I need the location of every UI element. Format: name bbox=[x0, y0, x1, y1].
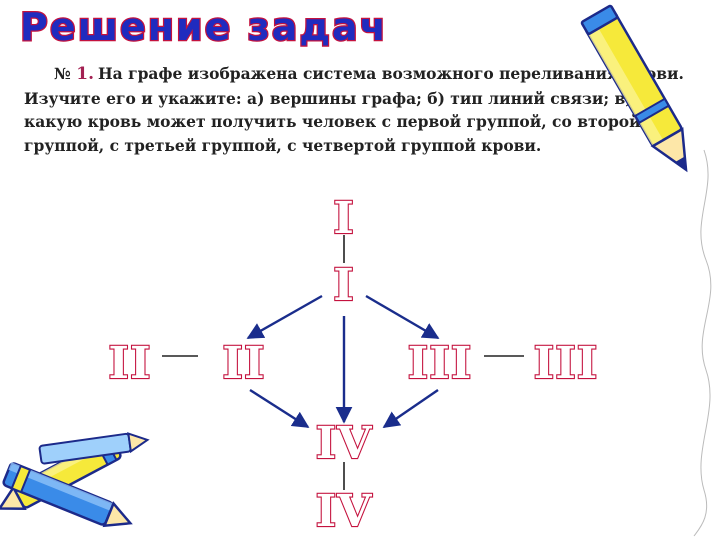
node-iv-bottom: IV bbox=[316, 486, 373, 537]
number-sign: № bbox=[54, 64, 71, 83]
arrow-i-to-ii bbox=[246, 294, 323, 340]
node-ii-left: II bbox=[108, 338, 151, 389]
task-text-block: № 1.На графе изображена система возможно… bbox=[24, 62, 694, 157]
arrow-ii-to-iv bbox=[249, 388, 310, 429]
task-body: На графе изображена система возможного п… bbox=[24, 64, 684, 155]
page-title: Решение задач bbox=[19, 4, 388, 48]
arrow-i-to-iii bbox=[365, 294, 440, 340]
number-value: 1. bbox=[76, 64, 95, 84]
node-i-top: I bbox=[333, 193, 355, 244]
page-title-text: Решение задач bbox=[20, 5, 388, 48]
node-iii-right: III bbox=[534, 338, 599, 389]
node-iii-left: III bbox=[408, 338, 473, 389]
task-number: № 1. bbox=[54, 64, 95, 84]
node-iv-top: IV bbox=[316, 418, 373, 469]
arrow-iii-to-iv bbox=[382, 389, 439, 428]
node-ii-right: II bbox=[222, 338, 265, 389]
node-i-bottom: I bbox=[333, 260, 355, 311]
